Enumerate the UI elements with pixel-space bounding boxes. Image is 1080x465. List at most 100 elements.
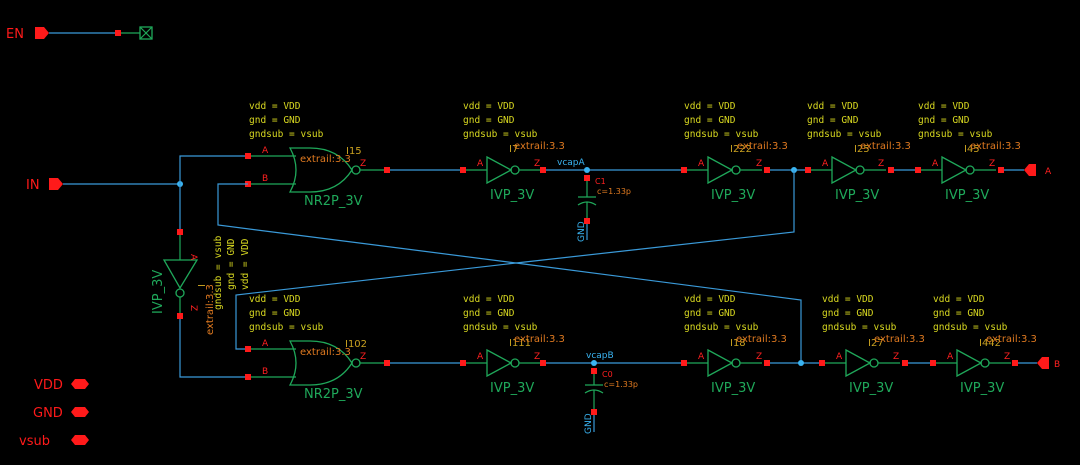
svg-text:IVP_3V: IVP_3V [490,381,534,396]
svg-text:I45: I45 [964,144,980,155]
svg-text:vdd = VDD: vdd = VDD [684,101,736,112]
inverter-input[interactable]: A Z IVP_3V I extrail:3.3 gndsub = vsub g… [151,229,251,335]
inverter-top-1[interactable]: vdd = VDD gnd = GND gndsub = vsub A Z I7… [460,101,565,203]
svg-text:vdd = VDD: vdd = VDD [463,101,515,112]
svg-text:NR2P_3V: NR2P_3V [304,194,363,209]
svg-text:vdd = VDD: vdd = VDD [463,294,515,305]
svg-text:vdd = VDD: vdd = VDD [918,101,970,112]
en-pin [115,30,121,36]
svg-text:IVP_3V: IVP_3V [835,188,879,203]
svg-text:gnd = GND: gnd = GND [807,115,859,126]
svg-text:B: B [262,367,268,377]
svg-text:I102: I102 [345,339,367,350]
svg-text:gnd = GND: gnd = GND [933,308,985,319]
nor-gate-bottom[interactable]: vdd = VDD gnd = GND gndsub = vsub A B Z … [245,294,390,402]
inverter-bottom-2[interactable]: vdd = VDD gnd = GND gndsub = vsub A Z I1… [681,294,787,396]
svg-text:A: A [1045,167,1052,177]
svg-text:gnd = GND: gnd = GND [918,115,970,126]
svg-text:Z: Z [360,159,366,169]
svg-text:I27: I27 [868,338,884,349]
net-label-vcapB: vcapB [586,351,614,361]
svg-text:Z: Z [878,159,884,169]
svg-text:gnd = GND: gnd = GND [822,308,874,319]
svg-text:IVP_3V: IVP_3V [849,381,893,396]
svg-text:gnd = GND: gnd = GND [249,115,301,126]
svg-text:gnd = GND: gnd = GND [684,115,736,126]
svg-text:A: A [836,352,843,362]
inverter-top-3[interactable]: vdd = VDD gnd = GND gndsub = vsub A Z I2… [805,101,911,203]
svg-text:I442: I442 [979,338,1001,349]
inverter-bottom-4[interactable]: vdd = VDD gnd = GND gndsub = vsub A Z I4… [930,294,1037,396]
svg-text:B: B [262,174,268,184]
svg-text:extrail:3.3: extrail:3.3 [874,334,925,345]
svg-text:I25: I25 [854,144,870,155]
output-port-b[interactable]: B [1037,357,1060,370]
svg-text:extrail:3.3: extrail:3.3 [986,334,1037,345]
svg-text:IVP_3V: IVP_3V [711,381,755,396]
vdd-port[interactable]: VDD [34,378,89,393]
svg-text:vdd = VDD: vdd = VDD [822,294,874,305]
net-label-vcapA: vcapA [557,158,586,168]
svg-text:Z: Z [534,352,540,362]
svg-text:VDD: VDD [34,378,63,393]
svg-text:extrail:3.3: extrail:3.3 [300,154,351,165]
svg-text:gndsub = vsub: gndsub = vsub [684,129,759,140]
svg-text:I15: I15 [346,146,362,157]
gnd-port-pin-icon [71,407,89,417]
noconn-icon [139,26,153,40]
feedback-wire-bottom-to-top [217,183,802,364]
svg-text:IVP_3V: IVP_3V [960,381,1004,396]
svg-text:I111: I111 [509,338,531,349]
svg-text:A: A [698,352,705,362]
svg-text:Z: Z [989,159,995,169]
svg-text:IVP_3V: IVP_3V [945,188,989,203]
svg-text:gnd = GND: gnd = GND [226,238,237,290]
gnd-port[interactable]: GND [33,406,89,421]
inverter-bottom-3[interactable]: vdd = VDD gnd = GND gndsub = vsub A Z I2… [819,294,925,396]
svg-text:extrail:3.3: extrail:3.3 [514,141,565,152]
svg-text:EN: EN [6,27,24,42]
svg-text:B: B [1054,360,1060,370]
inverter-top-4[interactable]: vdd = VDD gnd = GND gndsub = vsub A Z I4… [915,101,1021,203]
vsub-port-pin-icon [71,435,89,445]
feedback-wire-top-to-bottom [235,170,795,350]
svg-text:gndsub = vsub: gndsub = vsub [684,322,759,333]
svg-text:Z: Z [534,159,540,169]
svg-text:extrail:3.3: extrail:3.3 [514,334,565,345]
capacitor-c0[interactable]: C0 c=1.33p GND [584,368,638,434]
svg-text:gnd = GND: gnd = GND [463,115,515,126]
svg-text:vdd = VDD: vdd = VDD [684,294,736,305]
output-b-pin-icon [1037,357,1049,369]
svg-text:extrail:3.3: extrail:3.3 [205,284,216,335]
in-port[interactable]: IN [26,178,63,193]
svg-text:A: A [698,159,705,169]
nor-gate-top[interactable]: vdd = VDD gnd = GND gndsub = vsub A B Z … [245,101,390,209]
svg-text:gndsub = vsub: gndsub = vsub [213,235,224,310]
inverter-bottom-1[interactable]: vdd = VDD gnd = GND gndsub = vsub A Z I1… [460,294,565,396]
svg-text:IVP_3V: IVP_3V [151,270,166,314]
svg-text:gndsub = vsub: gndsub = vsub [807,129,882,140]
svg-text:extrail:3.3: extrail:3.3 [970,141,1021,152]
en-port-pin-icon [35,27,49,39]
capacitor-c1[interactable]: C1 c=1.33p GND [577,175,631,242]
inverter-top-2[interactable]: vdd = VDD gnd = GND gndsub = vsub A Z I2… [681,101,788,203]
svg-text:gnd = GND: gnd = GND [249,308,301,319]
svg-text:gndsub = vsub: gndsub = vsub [463,129,538,140]
svg-text:extrail:3.3: extrail:3.3 [736,334,787,345]
en-port[interactable]: EN [6,27,49,42]
in-port-pin-icon [49,178,63,190]
svg-text:Z: Z [1004,352,1010,362]
in-to-nor-top-a-wire [179,155,248,184]
svg-text:vdd = VDD: vdd = VDD [249,294,301,305]
svg-text:GND: GND [33,406,63,421]
output-a-pin-icon [1024,164,1036,176]
svg-text:IVP_3V: IVP_3V [711,188,755,203]
output-port-a[interactable]: A [1024,164,1052,177]
svg-text:A: A [932,159,939,169]
vdd-port-pin-icon [71,379,89,389]
svg-text:A: A [822,159,829,169]
svg-text:gndsub = vsub: gndsub = vsub [822,322,897,333]
svg-text:gndsub = vsub: gndsub = vsub [463,322,538,333]
vsub-port[interactable]: vsub [19,434,89,449]
